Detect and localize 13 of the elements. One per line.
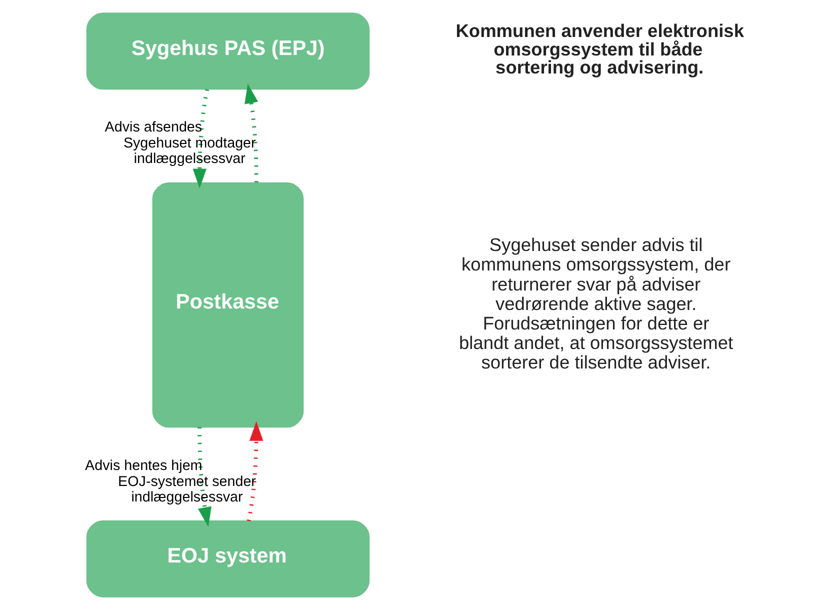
arrow (246, 421, 263, 522)
arrow (192, 89, 209, 188)
label: Kommunen anvender elektronisk omsorgssystem til både sortering og advisering. (455, 20, 744, 78)
edge-label: Sygehuset modtager indlæggelsessvar (122, 135, 256, 168)
edge-label: EOJ-systemet sender indlæggelsessvar (118, 474, 256, 506)
node-box: Postkasse (152, 182, 304, 428)
node-box: EOJ system (86, 520, 370, 598)
label: Sygehuset sender advis til kommunens omsorgssystem, der returnerer svar på adviser vedrørende aktive sager. Forudsætningen for dette er blandt andet, at omsorgssystemet sorterer de tilsendte adviser. (458, 234, 733, 373)
edge-label: Advis hentes hjem (84, 458, 202, 474)
edge-label: Advis afsendes (104, 119, 202, 136)
arrow (244, 84, 258, 182)
arrow (197, 427, 211, 527)
node-box: Sygehus PAS (EPJ) (86, 12, 370, 90)
